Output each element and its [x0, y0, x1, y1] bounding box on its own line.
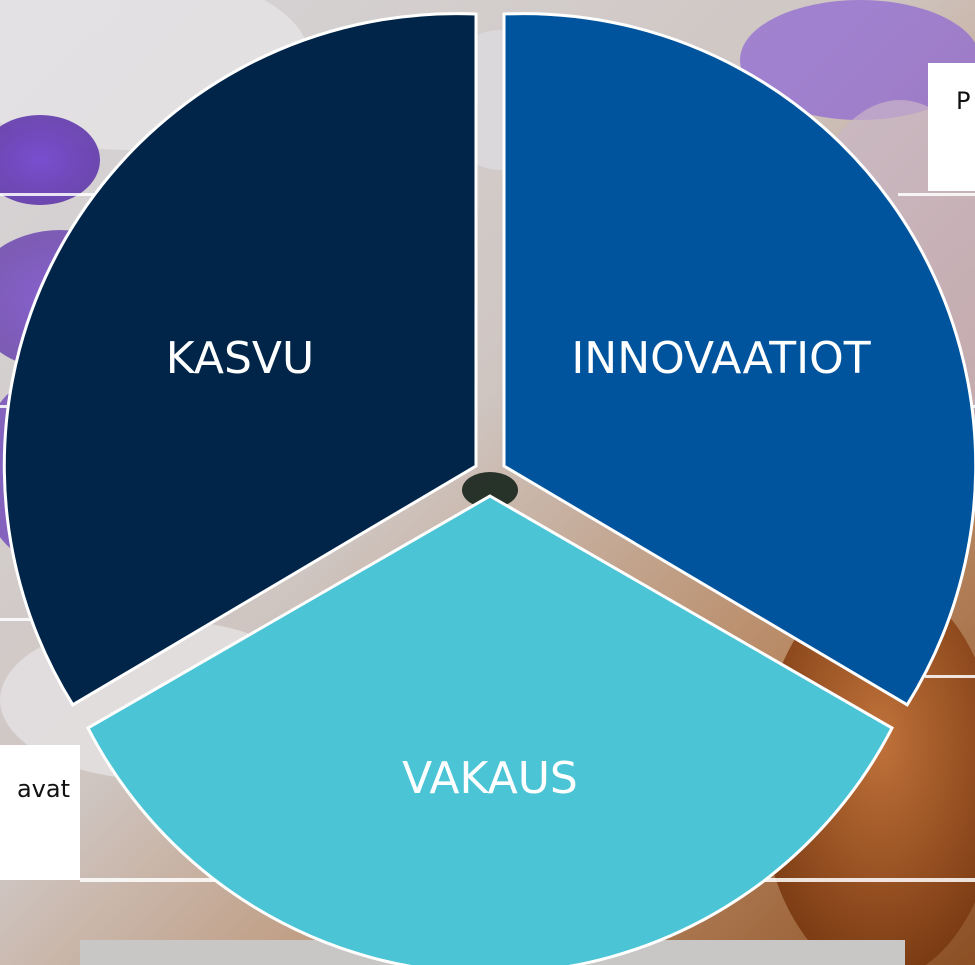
side-text-left: avat — [16, 775, 70, 803]
label-innovaatiot: INNOVAATIOT — [571, 333, 870, 384]
segment-vakaus — [86, 494, 894, 965]
segment-innovaatiot — [502, 12, 975, 707]
side-text-box-left: avat — [0, 745, 80, 880]
label-kasvu: KASVU — [166, 333, 314, 384]
side-text-box-right: P — [928, 63, 975, 191]
cycle-diagram: KASVU INNOVAATIOT VAKAUS — [2, 12, 975, 965]
segment-kasvu — [2, 12, 478, 707]
label-vakaus: VAKAUS — [402, 753, 578, 804]
side-text-right: P — [956, 87, 971, 115]
